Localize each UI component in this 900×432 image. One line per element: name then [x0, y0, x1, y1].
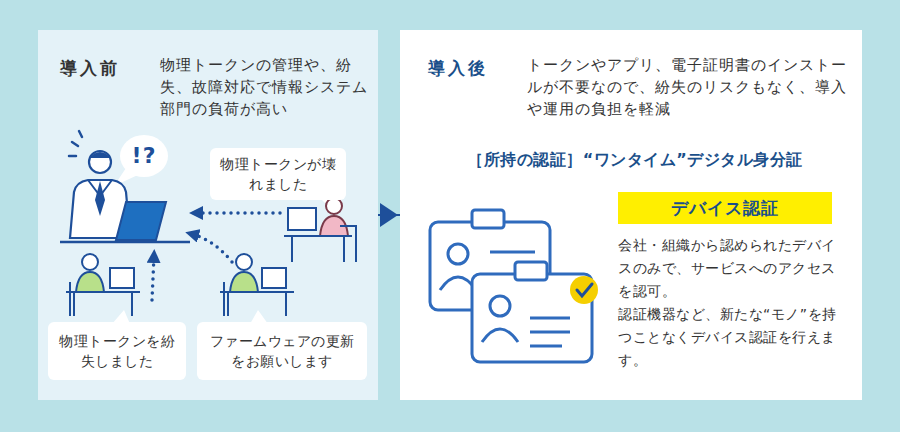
feature-badge: デバイス認証 — [618, 192, 832, 224]
speech-bubble-text: 物理トークンが壊れました — [218, 154, 338, 194]
panel-heading: 導入後 — [428, 56, 518, 80]
panel-heading: 導入前 — [60, 56, 150, 80]
flow-arrow — [378, 203, 400, 227]
arrow-head — [380, 203, 398, 227]
surprise-bubble-text: !? — [132, 146, 157, 166]
description-text: 認証機器など、新たな“モノ”を持つことなくデバイス認証を行えます。 — [618, 303, 844, 372]
speech-bubble: 物理トークンが壊れました — [210, 148, 346, 200]
description-text: 会社・組織から認められたデバイスのみで、サービスへのアクセスを認可。 — [618, 234, 844, 303]
before-panel: 物理トークンが壊れました物理トークンを紛失しましたファームウェアの更新をお願いし… — [38, 30, 378, 400]
text-slot: 導入後 — [428, 56, 518, 80]
surprise-bubble: !? — [120, 135, 168, 177]
text-slot: 導入前 — [60, 56, 150, 80]
speech-bubble-text: 物理トークンを紛失しました — [56, 331, 178, 371]
panel-body: 物理トークンの管理や、紛失、故障対応で情報システム部門の負荷が高い — [160, 54, 370, 120]
text-slot: 物理トークンの管理や、紛失、故障対応で情報システム部門の負荷が高い — [160, 54, 370, 120]
section-subtitle: ［所持の認証］“ワンタイム”デジタル身分証 — [420, 148, 850, 171]
panel-body: トークンやアプリ、電子証明書のインストールが不要なので、紛失のリスクもなく、導入… — [527, 54, 847, 120]
speech-bubble: 物理トークンを紛失しました — [48, 322, 186, 380]
speech-bubble: ファームウェアの更新をお願いします — [197, 322, 367, 380]
text-slot: トークンやアプリ、電子証明書のインストールが不要なので、紛失のリスクもなく、導入… — [527, 54, 847, 120]
feature-badge-text: デバイス認証 — [671, 198, 779, 218]
speech-bubble-text: ファームウェアの更新をお願いします — [205, 331, 359, 371]
